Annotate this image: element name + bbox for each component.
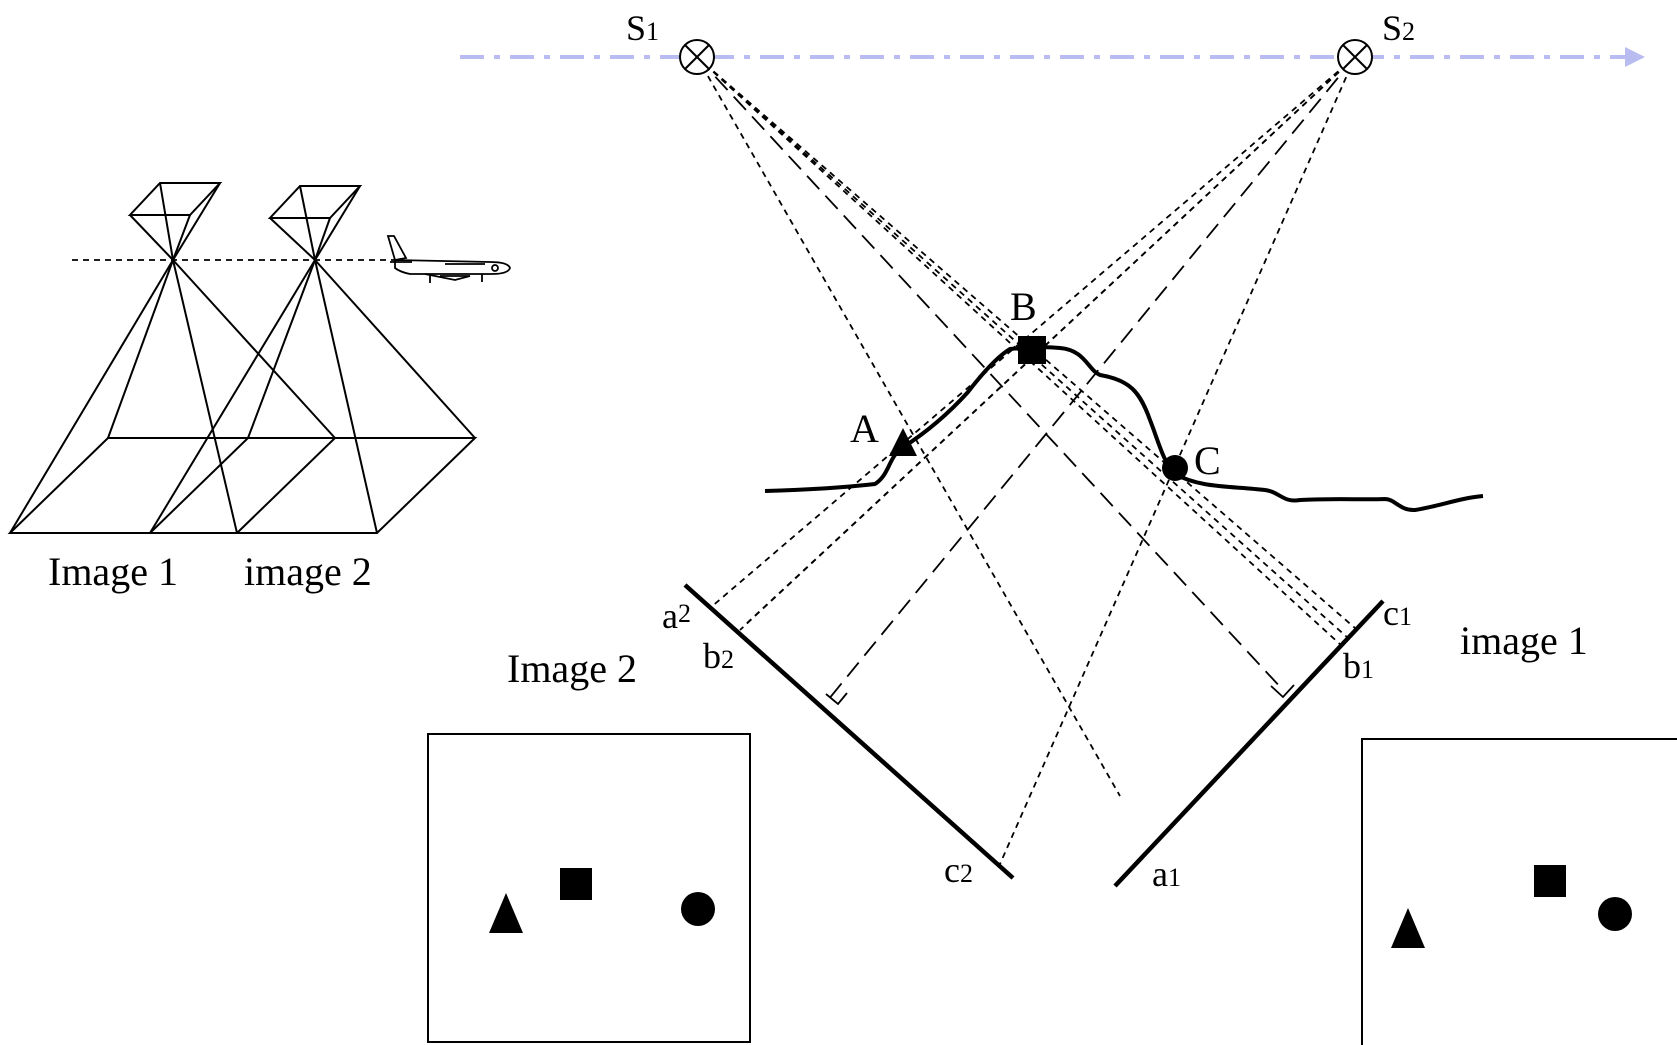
image-planes	[683, 583, 1385, 888]
label-b2: b2	[703, 636, 734, 676]
frustum-image-1	[7, 182, 338, 534]
camera-station-s1	[679, 39, 715, 75]
label-s1: S1	[626, 8, 659, 48]
frustum-image-2	[147, 185, 478, 534]
label-image-2: Image 2	[507, 646, 637, 691]
circle-icon	[681, 892, 715, 926]
arrow-right-icon	[1625, 47, 1645, 67]
circle-icon	[1162, 455, 1188, 481]
triangle-icon	[1391, 908, 1425, 948]
label-a1: a1	[1152, 854, 1181, 894]
label-c1: c1	[1383, 593, 1412, 633]
image-1-panel	[1361, 738, 1677, 1045]
square-icon	[1534, 865, 1566, 897]
right-angle-markers	[825, 684, 1295, 706]
flight-path	[460, 47, 1645, 67]
overlap-inset: Image 1 image 2	[7, 182, 511, 594]
circle-icon	[1598, 897, 1632, 931]
image-plane-1	[1113, 599, 1385, 888]
label-b1: b1	[1343, 646, 1374, 686]
square-icon	[560, 868, 592, 900]
label-a2: a2	[662, 596, 691, 636]
square-icon	[1018, 336, 1046, 364]
inset-label-image-1: Image 1	[48, 549, 178, 594]
image-2-panel	[427, 733, 751, 1043]
inset-label-image-2: image 2	[244, 549, 372, 594]
triangle-icon	[889, 428, 917, 456]
label-c2: c2	[944, 850, 973, 890]
label-s2: S2	[1382, 8, 1415, 48]
triangle-icon	[489, 893, 523, 933]
image-plane-2	[683, 583, 1015, 880]
label-point-a: A	[850, 406, 879, 451]
label-point-b: B	[1010, 284, 1037, 329]
label-point-c: C	[1194, 438, 1221, 483]
projection-rays	[696, 56, 1356, 865]
label-image-1: image 1	[1460, 618, 1588, 663]
airplane-icon	[386, 235, 511, 283]
camera-station-s2	[1337, 39, 1373, 75]
